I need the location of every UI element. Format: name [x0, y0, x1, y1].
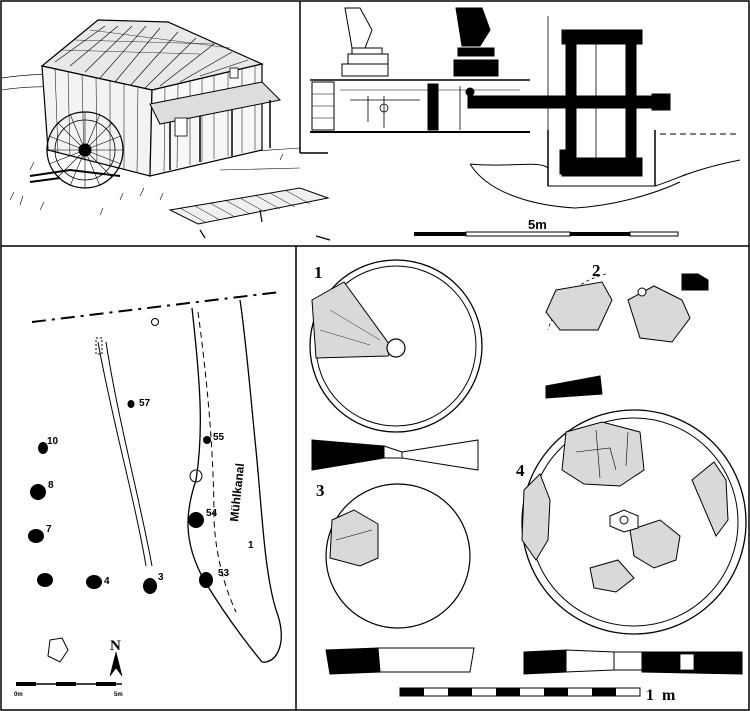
- hopper-black: [455, 7, 491, 47]
- watermill-sketch: [1, 19, 331, 241]
- feature-label-3: 3: [158, 572, 164, 583]
- millstone-scale-label: 1 m: [646, 687, 676, 704]
- site-scale-end: 5m: [114, 692, 123, 698]
- millstone-label-4: 4: [516, 461, 525, 480]
- site-scale-bar: [16, 682, 122, 686]
- boardwalk: [168, 187, 331, 241]
- water-wheel: [29, 111, 124, 189]
- site-plan: [16, 291, 282, 686]
- feature-label-10: 10: [47, 436, 59, 447]
- millstone-labels: 1 2 3 4 1 m: [314, 261, 676, 704]
- millstone-label-3: 3: [316, 481, 325, 500]
- postholes: [28, 400, 213, 594]
- section-scale-label: 5m: [528, 217, 547, 232]
- feature-label-55: 55: [213, 432, 225, 443]
- feature-label-54: 54: [206, 508, 218, 519]
- section-scale-bar: [414, 231, 679, 237]
- north-arrow-icon: [109, 651, 123, 677]
- feature-label-6: 6: [40, 576, 46, 587]
- millstone-1: [309, 259, 483, 471]
- north-label: N: [110, 638, 121, 654]
- feature-label-57: 57: [139, 398, 151, 409]
- millstone-scale-bar: [399, 687, 641, 697]
- feature-label-53: 53: [218, 568, 230, 579]
- millstone-label-1: 1: [314, 263, 323, 282]
- millstone-label-2: 2: [592, 261, 601, 280]
- feature-label-7: 7: [46, 524, 52, 535]
- feature-label-4: 4: [104, 576, 110, 587]
- mill-section-drawing: [310, 7, 741, 237]
- millstone-2: [545, 273, 709, 399]
- millstones-drawing: [309, 259, 747, 697]
- canal-outline: [187, 299, 282, 663]
- millstone-3: [325, 483, 475, 675]
- site-plan-labels: 10 8 7 6 4 3 57 55 54 53 1 Mühlkanal N 0…: [14, 398, 254, 698]
- site-scale-start: 0m: [14, 692, 23, 698]
- millstone-4: [521, 409, 747, 675]
- feature-label-8: 8: [48, 480, 54, 491]
- canal-label: Mühlkanal: [227, 462, 247, 522]
- feature-label-1: 1: [248, 540, 254, 551]
